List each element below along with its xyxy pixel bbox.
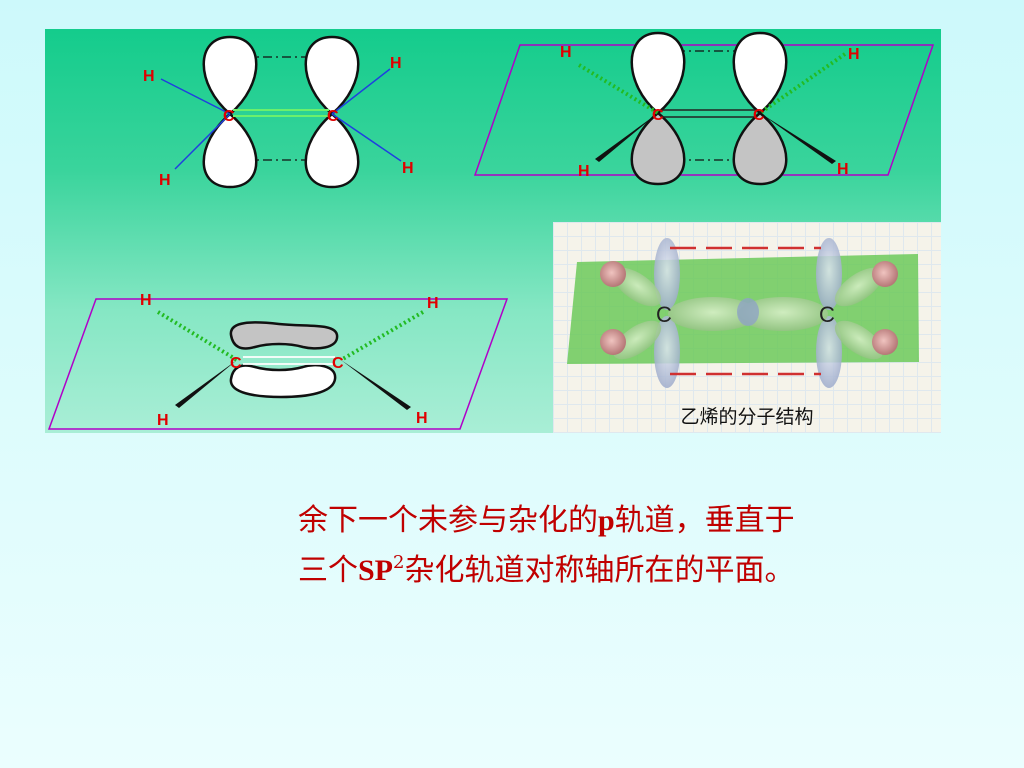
hydrogen-label: H	[416, 410, 428, 427]
hydrogen-label: H	[560, 44, 572, 61]
hydrogen-atom	[872, 261, 898, 287]
text-segment: 余下一个未参与杂化的	[298, 503, 598, 538]
superscript: 2	[393, 552, 405, 573]
c-h-bond	[331, 68, 391, 115]
sp2-orbital-lobe	[834, 267, 884, 307]
hydrogen-label: H	[143, 68, 155, 85]
hashed-c-h-bond	[156, 310, 239, 362]
hydrogen-atom	[600, 261, 626, 287]
hydrogen-label: H	[837, 161, 849, 178]
ethylene-model-image: C C 乙烯的分子结构	[553, 222, 941, 433]
carbon-label: C	[223, 108, 235, 125]
p-orbital-lobe	[732, 31, 788, 115]
wedge-c-h-bond	[341, 360, 411, 410]
text-segment: 轨道，垂直于	[614, 503, 795, 538]
p-orbital-lobe	[732, 111, 788, 186]
hashed-c-h-bond	[577, 63, 660, 115]
hydrogen-atom	[872, 329, 898, 355]
carbon-label: C	[327, 108, 339, 125]
p-orbital-lobe	[630, 111, 686, 186]
text-segment: 三个	[298, 553, 358, 588]
sigma-orbital-lobe	[668, 297, 758, 331]
hydrogen-label: H	[140, 292, 152, 309]
hydrogen-label: H	[427, 295, 439, 312]
hashed-c-h-bond	[758, 52, 847, 115]
p-orbital-lobe	[630, 31, 686, 115]
c-h-bond	[331, 113, 402, 162]
hydrogen-label: H	[159, 172, 171, 189]
carbon-label: C	[819, 302, 835, 327]
p-orbital-lobe	[304, 112, 360, 189]
overlap-region	[737, 298, 759, 326]
ethylene-model-drawing: C C	[567, 238, 919, 388]
model-caption: 乙烯的分子结构	[680, 406, 814, 428]
sp2-orbital-lobe	[612, 320, 662, 360]
text-segment: SP	[358, 554, 394, 587]
hydrogen-label: H	[578, 163, 590, 180]
hashed-c-h-bond	[339, 310, 425, 362]
p-orbital-lobe	[202, 112, 258, 189]
p-orbital-lobe	[304, 35, 360, 116]
orbital-diagrams: C C H H H H	[47, 31, 935, 430]
wedge-c-h-bond	[595, 113, 658, 162]
carbon-label: C	[332, 355, 344, 372]
carbon-label: C	[656, 302, 672, 327]
sp2-orbital-lobe	[834, 320, 884, 360]
hydrogen-label: H	[402, 160, 414, 177]
pi-bond-lower-lobe	[229, 363, 337, 399]
hydrogen-label: H	[157, 412, 169, 429]
carbon-label: C	[230, 355, 242, 372]
molecular-plane	[473, 44, 935, 176]
molecular-plane	[47, 298, 509, 430]
explanation-text: 余下一个未参与杂化的p轨道，垂直于 三个SP2杂化轨道对称轴所在的平面。	[298, 496, 998, 596]
diagram-pi-bond: C C H H H H	[47, 292, 509, 430]
carbon-label: C	[652, 107, 664, 124]
sigma-orbital-lobe	[738, 297, 828, 331]
p-orbital-lobe	[654, 316, 680, 388]
pi-bond-upper-lobe	[229, 321, 339, 350]
p-orbital-lobe	[816, 316, 842, 388]
wedge-c-h-bond	[760, 113, 836, 164]
explanation-line-1: 余下一个未参与杂化的p轨道，垂直于	[298, 496, 998, 546]
hydrogen-label: H	[848, 46, 860, 63]
figure-panel: C C H H H H	[45, 29, 941, 433]
c-h-bond	[160, 78, 231, 115]
p-orbital-lobe	[654, 238, 680, 310]
c-h-bond	[174, 113, 231, 170]
p-orbital-lobe	[202, 35, 258, 116]
p-orbital-lobe	[816, 238, 842, 310]
carbon-label: C	[753, 107, 765, 124]
diagram-p-orbitals-plane: C C H H H H	[473, 31, 935, 186]
diagram-p-orbitals: C C H H H H	[143, 35, 414, 189]
hydrogen-label: H	[390, 55, 402, 72]
text-segment: 杂化轨道对称轴所在的平面。	[404, 553, 795, 588]
hydrogen-atom	[600, 329, 626, 355]
text-segment: p	[598, 504, 615, 537]
explanation-line-2: 三个SP2杂化轨道对称轴所在的平面。	[298, 546, 998, 596]
wedge-c-h-bond	[175, 360, 237, 408]
